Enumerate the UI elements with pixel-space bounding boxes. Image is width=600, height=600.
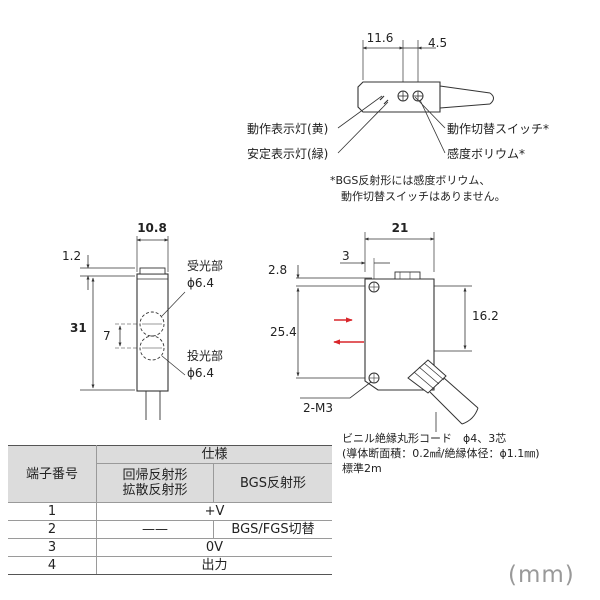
header-col-b: BGS反射形	[213, 463, 332, 503]
note-line-1: *BGS反射形には感度ボリウム、	[330, 173, 490, 187]
header-col-a-line2: 拡散反射形	[122, 483, 188, 498]
dim-3: 3	[342, 249, 350, 263]
dim-11-6: 11.6	[367, 31, 394, 45]
terminal-spec: 出力	[96, 556, 332, 575]
label-op-indicator: 動作表示灯(黄)	[247, 122, 328, 136]
cable-spec-line-2: (導体断面積：0.2㎟/絶縁体径：ϕ1.1㎜)	[342, 446, 540, 460]
table-row: 4 出力	[8, 556, 332, 575]
dim-4-5: 4.5	[428, 36, 447, 50]
unit-label: (mm)	[508, 562, 575, 588]
label-stab-indicator: 安定表示灯(緑)	[247, 146, 328, 161]
table-row: 3 0V	[8, 538, 332, 557]
top-view	[337, 40, 494, 154]
terminal-spec-b: BGS/FGS切替	[213, 520, 332, 539]
dim-31: 31	[70, 321, 87, 335]
dim-25-4: 25.4	[270, 325, 297, 339]
label-sens-knob: 感度ボリウム*	[447, 146, 525, 161]
emitter-diameter: ϕ6.4	[187, 366, 214, 380]
dim-10-8: 10.8	[137, 221, 167, 235]
cable-spec-line-1: ビニル絶縁丸形コード ϕ4、3芯	[342, 431, 506, 445]
terminal-spec: +V	[96, 502, 332, 521]
header-col-a: 回帰反射形 拡散反射形	[96, 463, 214, 503]
terminal-no: 4	[8, 556, 97, 575]
dim-16-2: 16.2	[472, 309, 499, 323]
dim-21: 21	[392, 221, 409, 235]
cable-spec-line-3: 標準2m	[342, 461, 382, 475]
table-row: 1 +V	[8, 502, 332, 521]
note-line-2: 動作切替スイッチはありません。	[341, 189, 506, 203]
header-col-a-line1: 回帰反射形	[122, 468, 188, 483]
screw-label: 2-M3	[303, 401, 333, 415]
side-view	[296, 232, 479, 432]
terminal-spec-a: ——	[96, 520, 214, 539]
terminal-spec: 0V	[96, 538, 332, 557]
label-mode-switch: 動作切替スイッチ*	[447, 122, 549, 136]
table-row: 2 —— BGS/FGS切替	[8, 520, 332, 539]
emitter-label: 投光部	[187, 348, 223, 363]
header-spec: 仕様	[96, 445, 332, 464]
receiver-label: 受光部	[187, 258, 223, 273]
side-view-labels: 21 3 2.8 25.4 16.2 2-M3 ビニル絶縁丸形コード ϕ4、3芯…	[268, 221, 540, 475]
dim-1-2: 1.2	[62, 249, 81, 263]
terminal-no: 3	[8, 538, 97, 557]
top-view-labels: 11.6 4.5 動作表示灯(黄) 安定表示灯(緑) 動作切替スイッチ* 感度ボ…	[247, 31, 549, 203]
front-view	[80, 236, 186, 420]
terminal-no: 2	[8, 520, 97, 539]
dim-2-8: 2.8	[268, 263, 287, 277]
header-terminal: 端子番号	[8, 445, 97, 503]
front-view-labels: 10.8 1.2 31 7 受光部 ϕ6.4 投光部 ϕ6.4	[62, 221, 223, 380]
terminal-no: 1	[8, 502, 97, 521]
terminal-spec-table: 端子番号 仕様 回帰反射形 拡散反射形 BGS反射形 1 +V 2 —— BGS…	[8, 445, 332, 575]
receiver-diameter: ϕ6.4	[187, 276, 214, 290]
dim-7: 7	[103, 329, 111, 343]
